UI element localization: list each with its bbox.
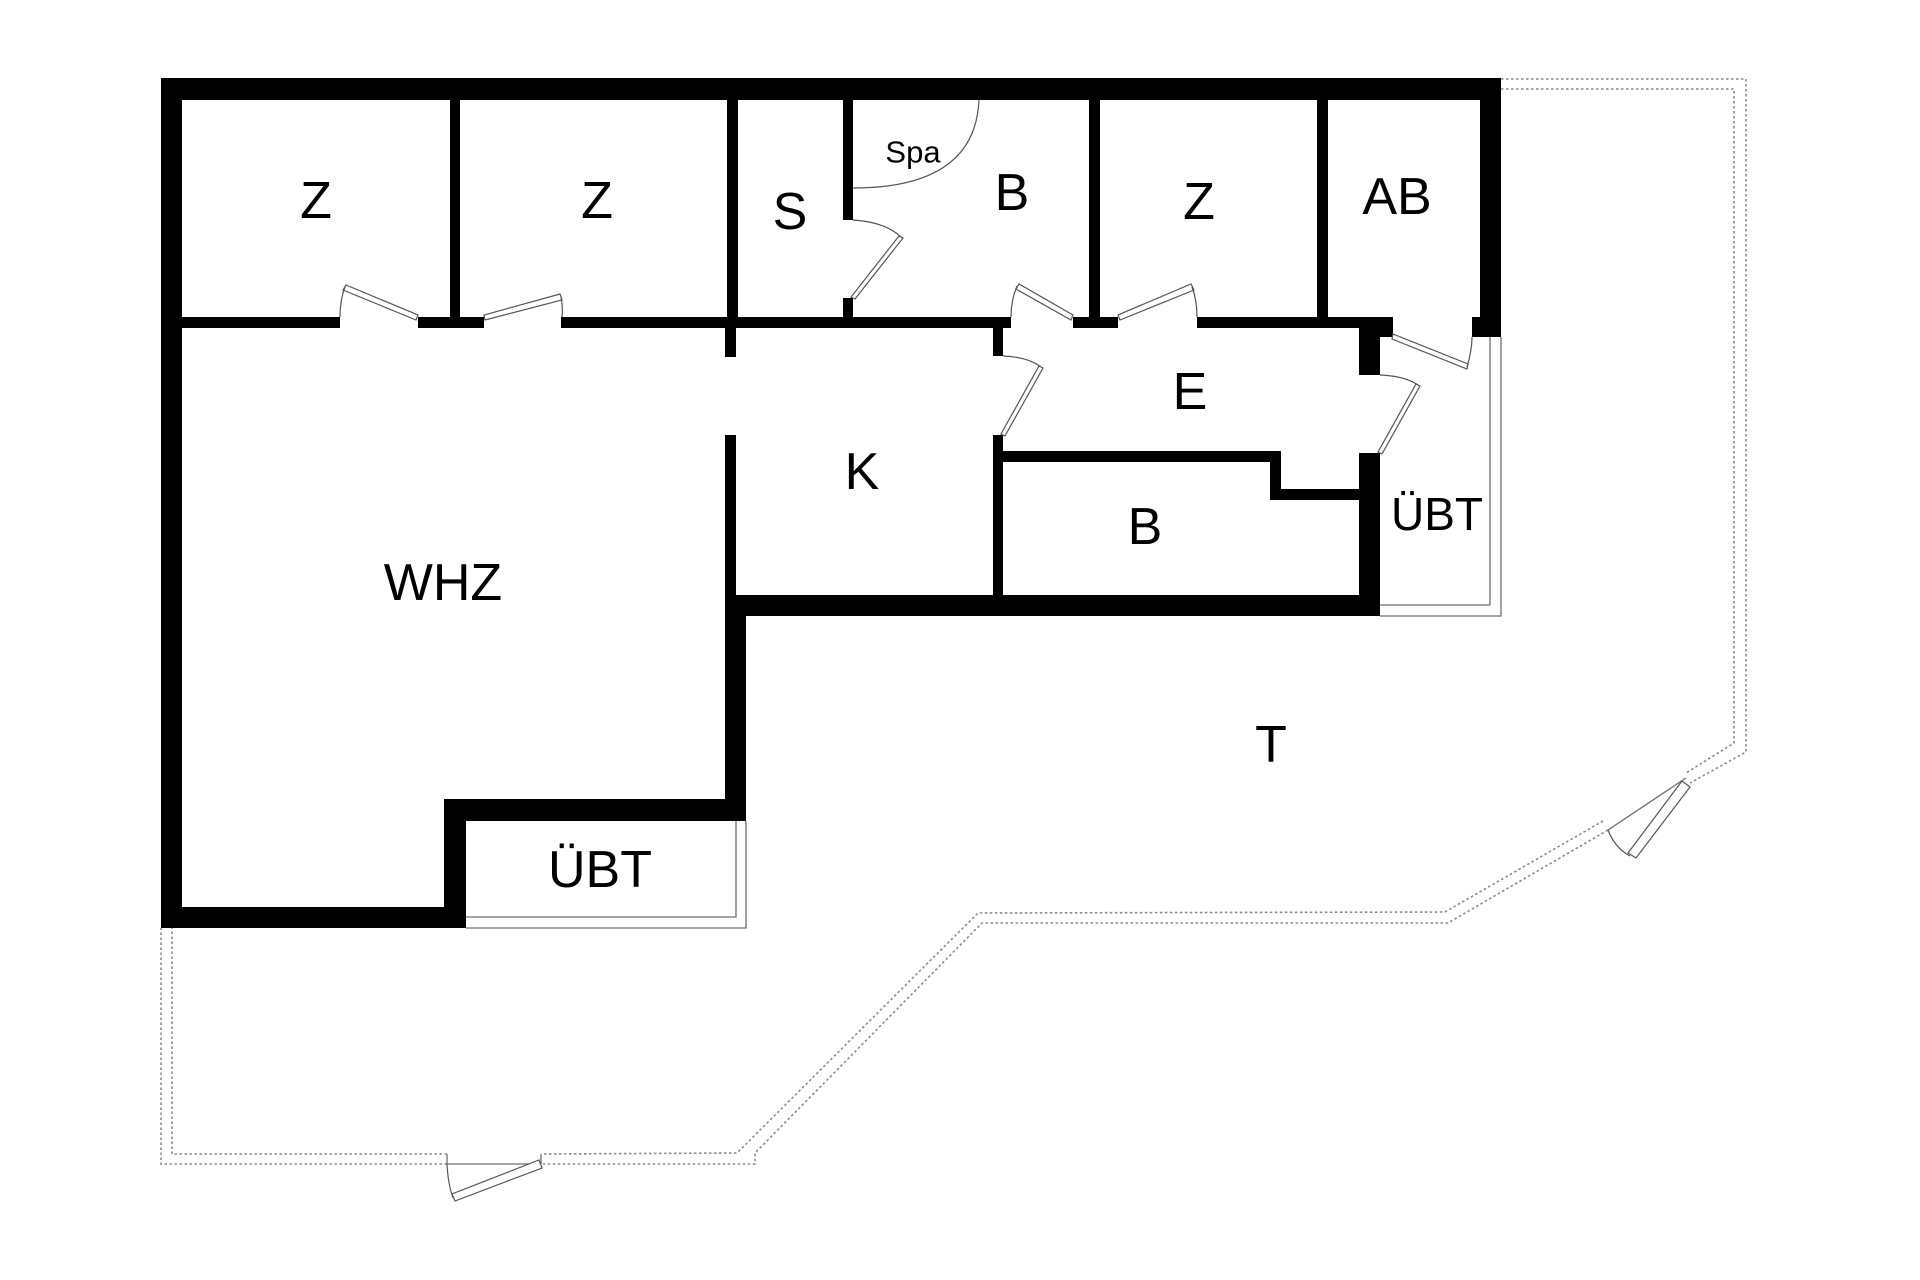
room-label-bedroom-3: Z bbox=[1183, 173, 1215, 231]
room-label-storage-room: AB bbox=[1362, 168, 1432, 226]
terrace-gate-right bbox=[1607, 777, 1691, 859]
terrace-outline bbox=[160, 78, 1747, 1165]
room-label-spa: Spa bbox=[885, 134, 941, 170]
room-label-covered-terrace-right: ÜBT bbox=[1391, 488, 1483, 540]
room-label-terrace: T bbox=[1255, 716, 1287, 774]
door-z3 bbox=[1117, 283, 1198, 321]
door-b1 bbox=[1010, 283, 1074, 321]
room-label-living-room: WHZ bbox=[383, 554, 503, 612]
room-label-bathroom-1: B bbox=[994, 164, 1030, 222]
walls bbox=[161, 78, 1501, 928]
room-label-covered-terrace-left: ÜBT bbox=[548, 841, 652, 899]
door-s bbox=[850, 219, 904, 300]
door-z1 bbox=[339, 284, 419, 321]
room-label-kitchen: K bbox=[844, 443, 880, 501]
door-z2 bbox=[483, 293, 563, 321]
door-uebt-right bbox=[1377, 374, 1421, 455]
balcony-outlines bbox=[466, 337, 1502, 929]
spa-area-outline bbox=[852, 99, 980, 189]
terrace-gate-bottom bbox=[446, 1154, 543, 1202]
door-ab bbox=[1391, 333, 1473, 370]
room-label-bathroom-2: B bbox=[1127, 498, 1163, 556]
room-label-entrance: E bbox=[1172, 363, 1208, 421]
room-label-bedroom-1: Z bbox=[300, 172, 332, 230]
door-k bbox=[1000, 355, 1044, 437]
room-label-storage: S bbox=[772, 183, 808, 241]
room-label-bedroom-2: Z bbox=[581, 172, 613, 230]
